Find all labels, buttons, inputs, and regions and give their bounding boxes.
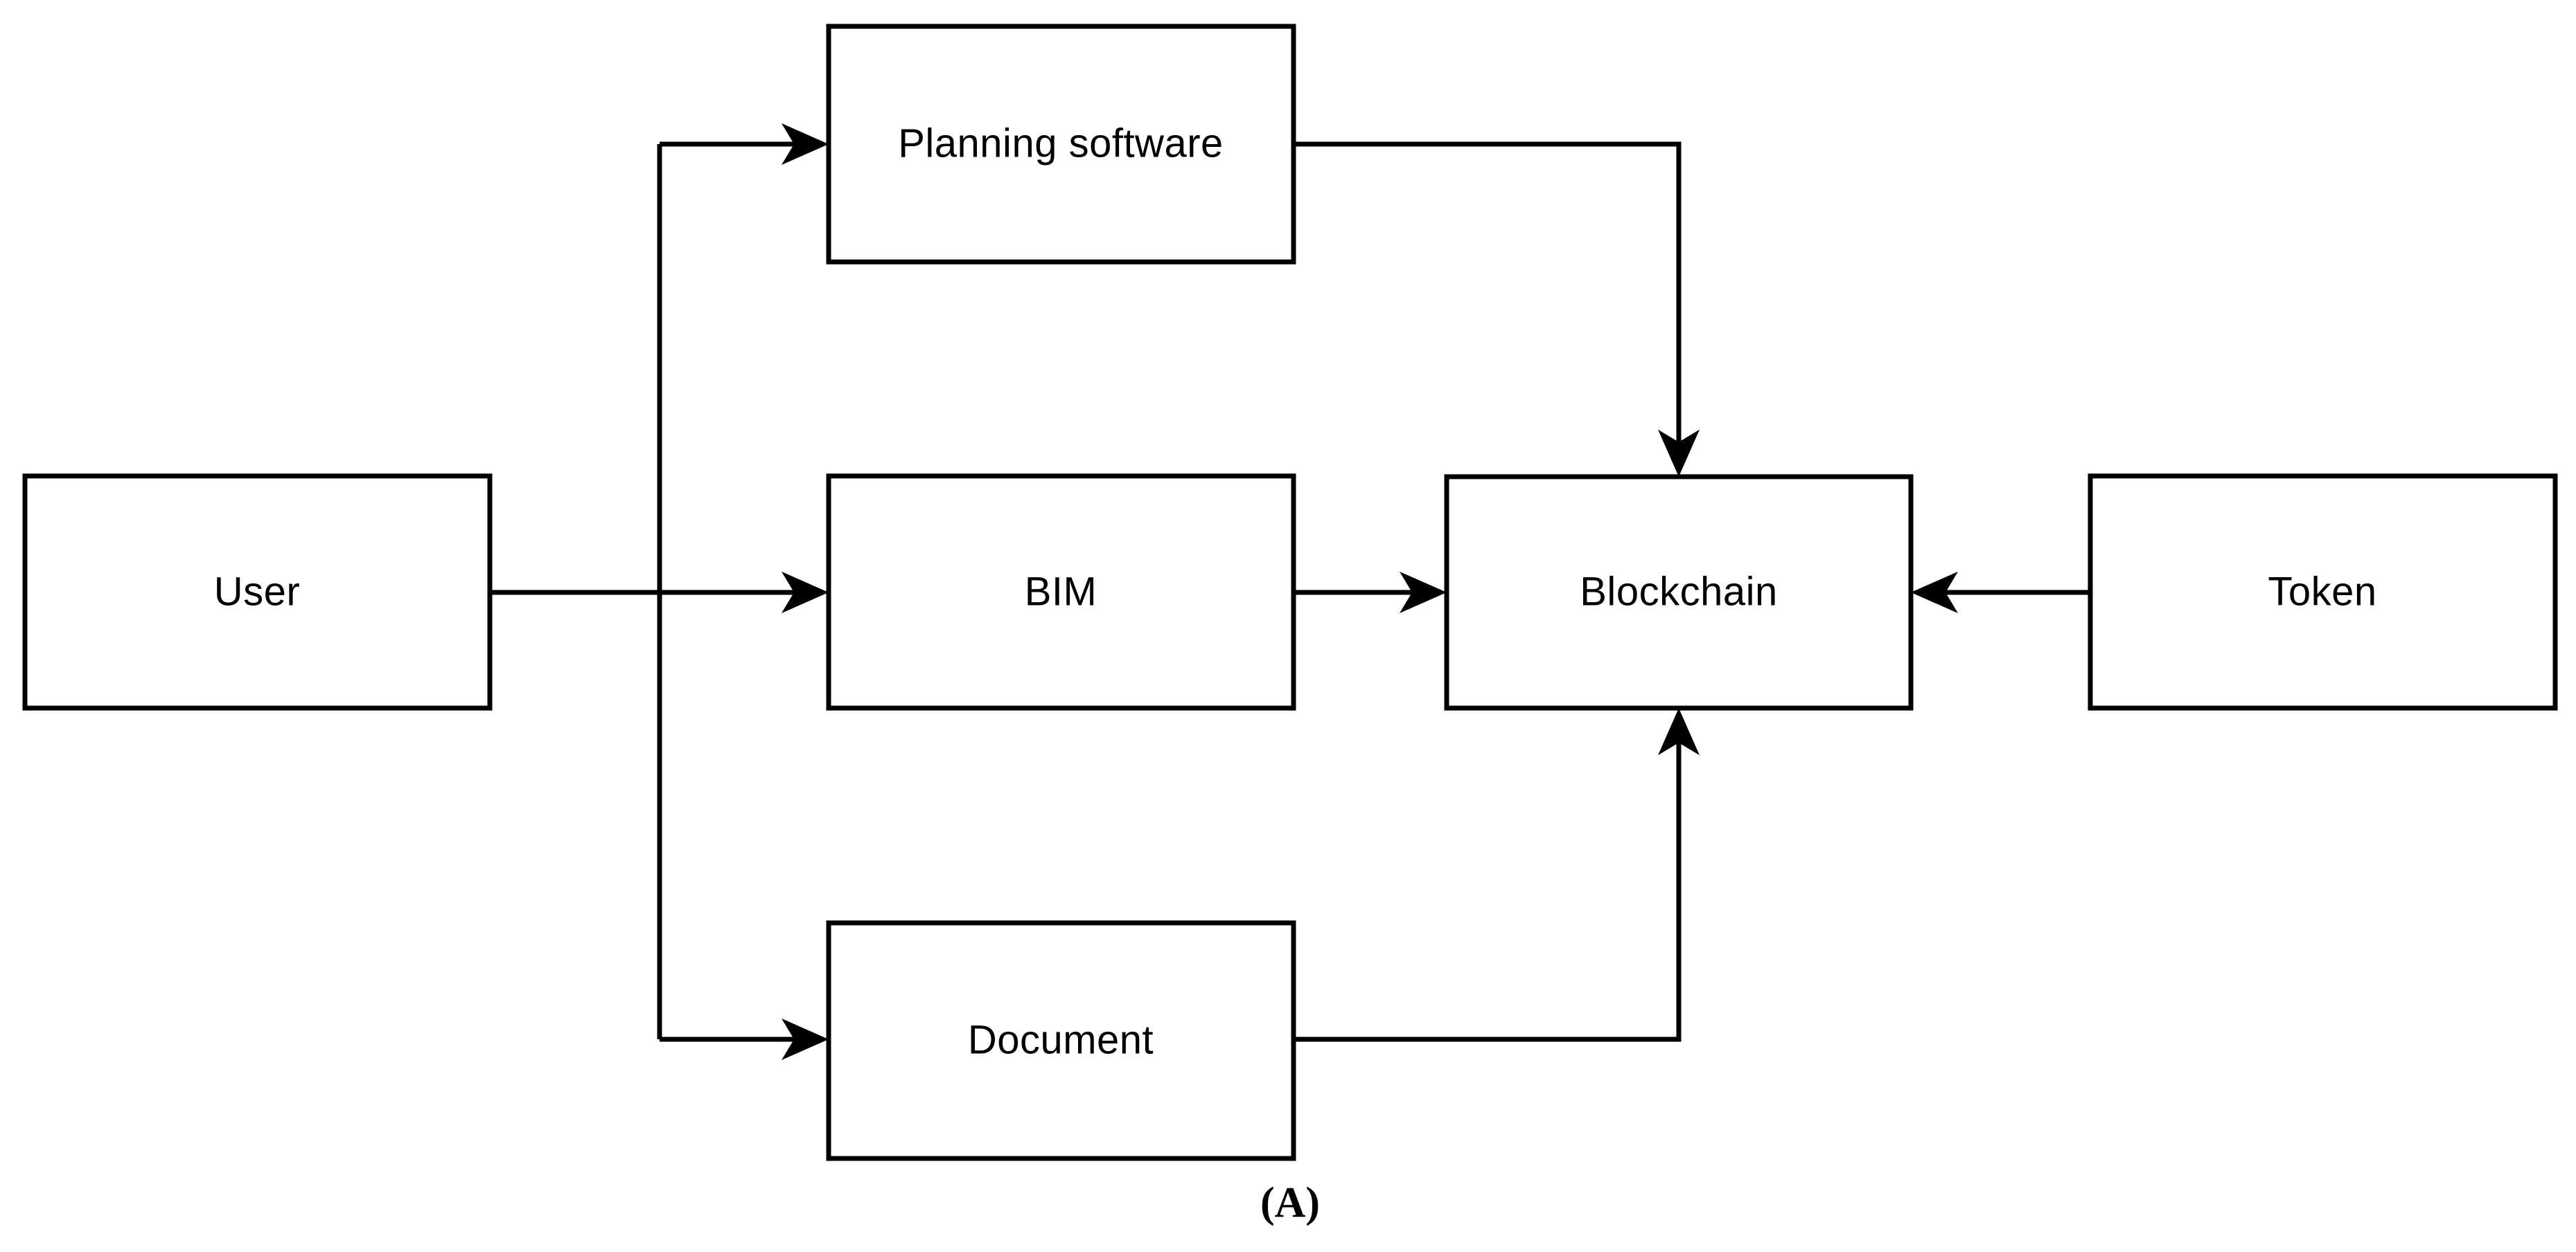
node-box[interactable] <box>22 473 493 711</box>
node-user[interactable]: User <box>22 473 493 711</box>
arrowhead-icon <box>782 1019 829 1060</box>
arrowhead-icon <box>1658 430 1700 477</box>
edge-planning-to-chain <box>1294 141 1700 477</box>
arrowhead-icon <box>782 572 829 613</box>
node-label-blockchain: Blockchain <box>1580 569 1777 614</box>
edge-segment <box>1294 141 1682 452</box>
node-bim[interactable]: BIM <box>826 473 1296 711</box>
edge-user-to-bim <box>660 572 829 613</box>
edge-token-to-chain <box>1911 572 2090 613</box>
node-label-user: User <box>214 569 300 614</box>
edge-bim-to-chain <box>1294 572 1447 613</box>
panel-caption: (A) <box>1260 1179 1320 1226</box>
node-box[interactable] <box>826 920 1296 1161</box>
node-blockchain[interactable]: Blockchain <box>1444 474 1914 711</box>
node-label-bim: BIM <box>1025 569 1097 614</box>
edge-user-to-planning <box>660 123 829 165</box>
node-label-document: Document <box>968 1017 1154 1062</box>
node-box[interactable] <box>2088 473 2558 711</box>
node-box[interactable] <box>826 24 1296 265</box>
edge-document-to-chain <box>1294 708 1700 1042</box>
node-box[interactable] <box>1444 474 1914 711</box>
node-planning-software[interactable]: Planning software <box>826 24 1296 265</box>
node-token[interactable]: Token <box>2088 473 2558 711</box>
node-box[interactable] <box>826 473 1296 711</box>
arrowhead-icon <box>1911 572 1958 613</box>
edge-user-to-document <box>660 1019 829 1060</box>
edge-segment <box>1294 733 1682 1042</box>
node-document[interactable]: Document <box>826 920 1296 1161</box>
arrowhead-icon <box>1400 572 1447 613</box>
arrowhead-icon <box>1658 708 1700 755</box>
arrowhead-icon <box>782 123 829 165</box>
node-label-planning-software: Planning software <box>898 121 1224 166</box>
node-label-token: Token <box>2268 569 2376 614</box>
